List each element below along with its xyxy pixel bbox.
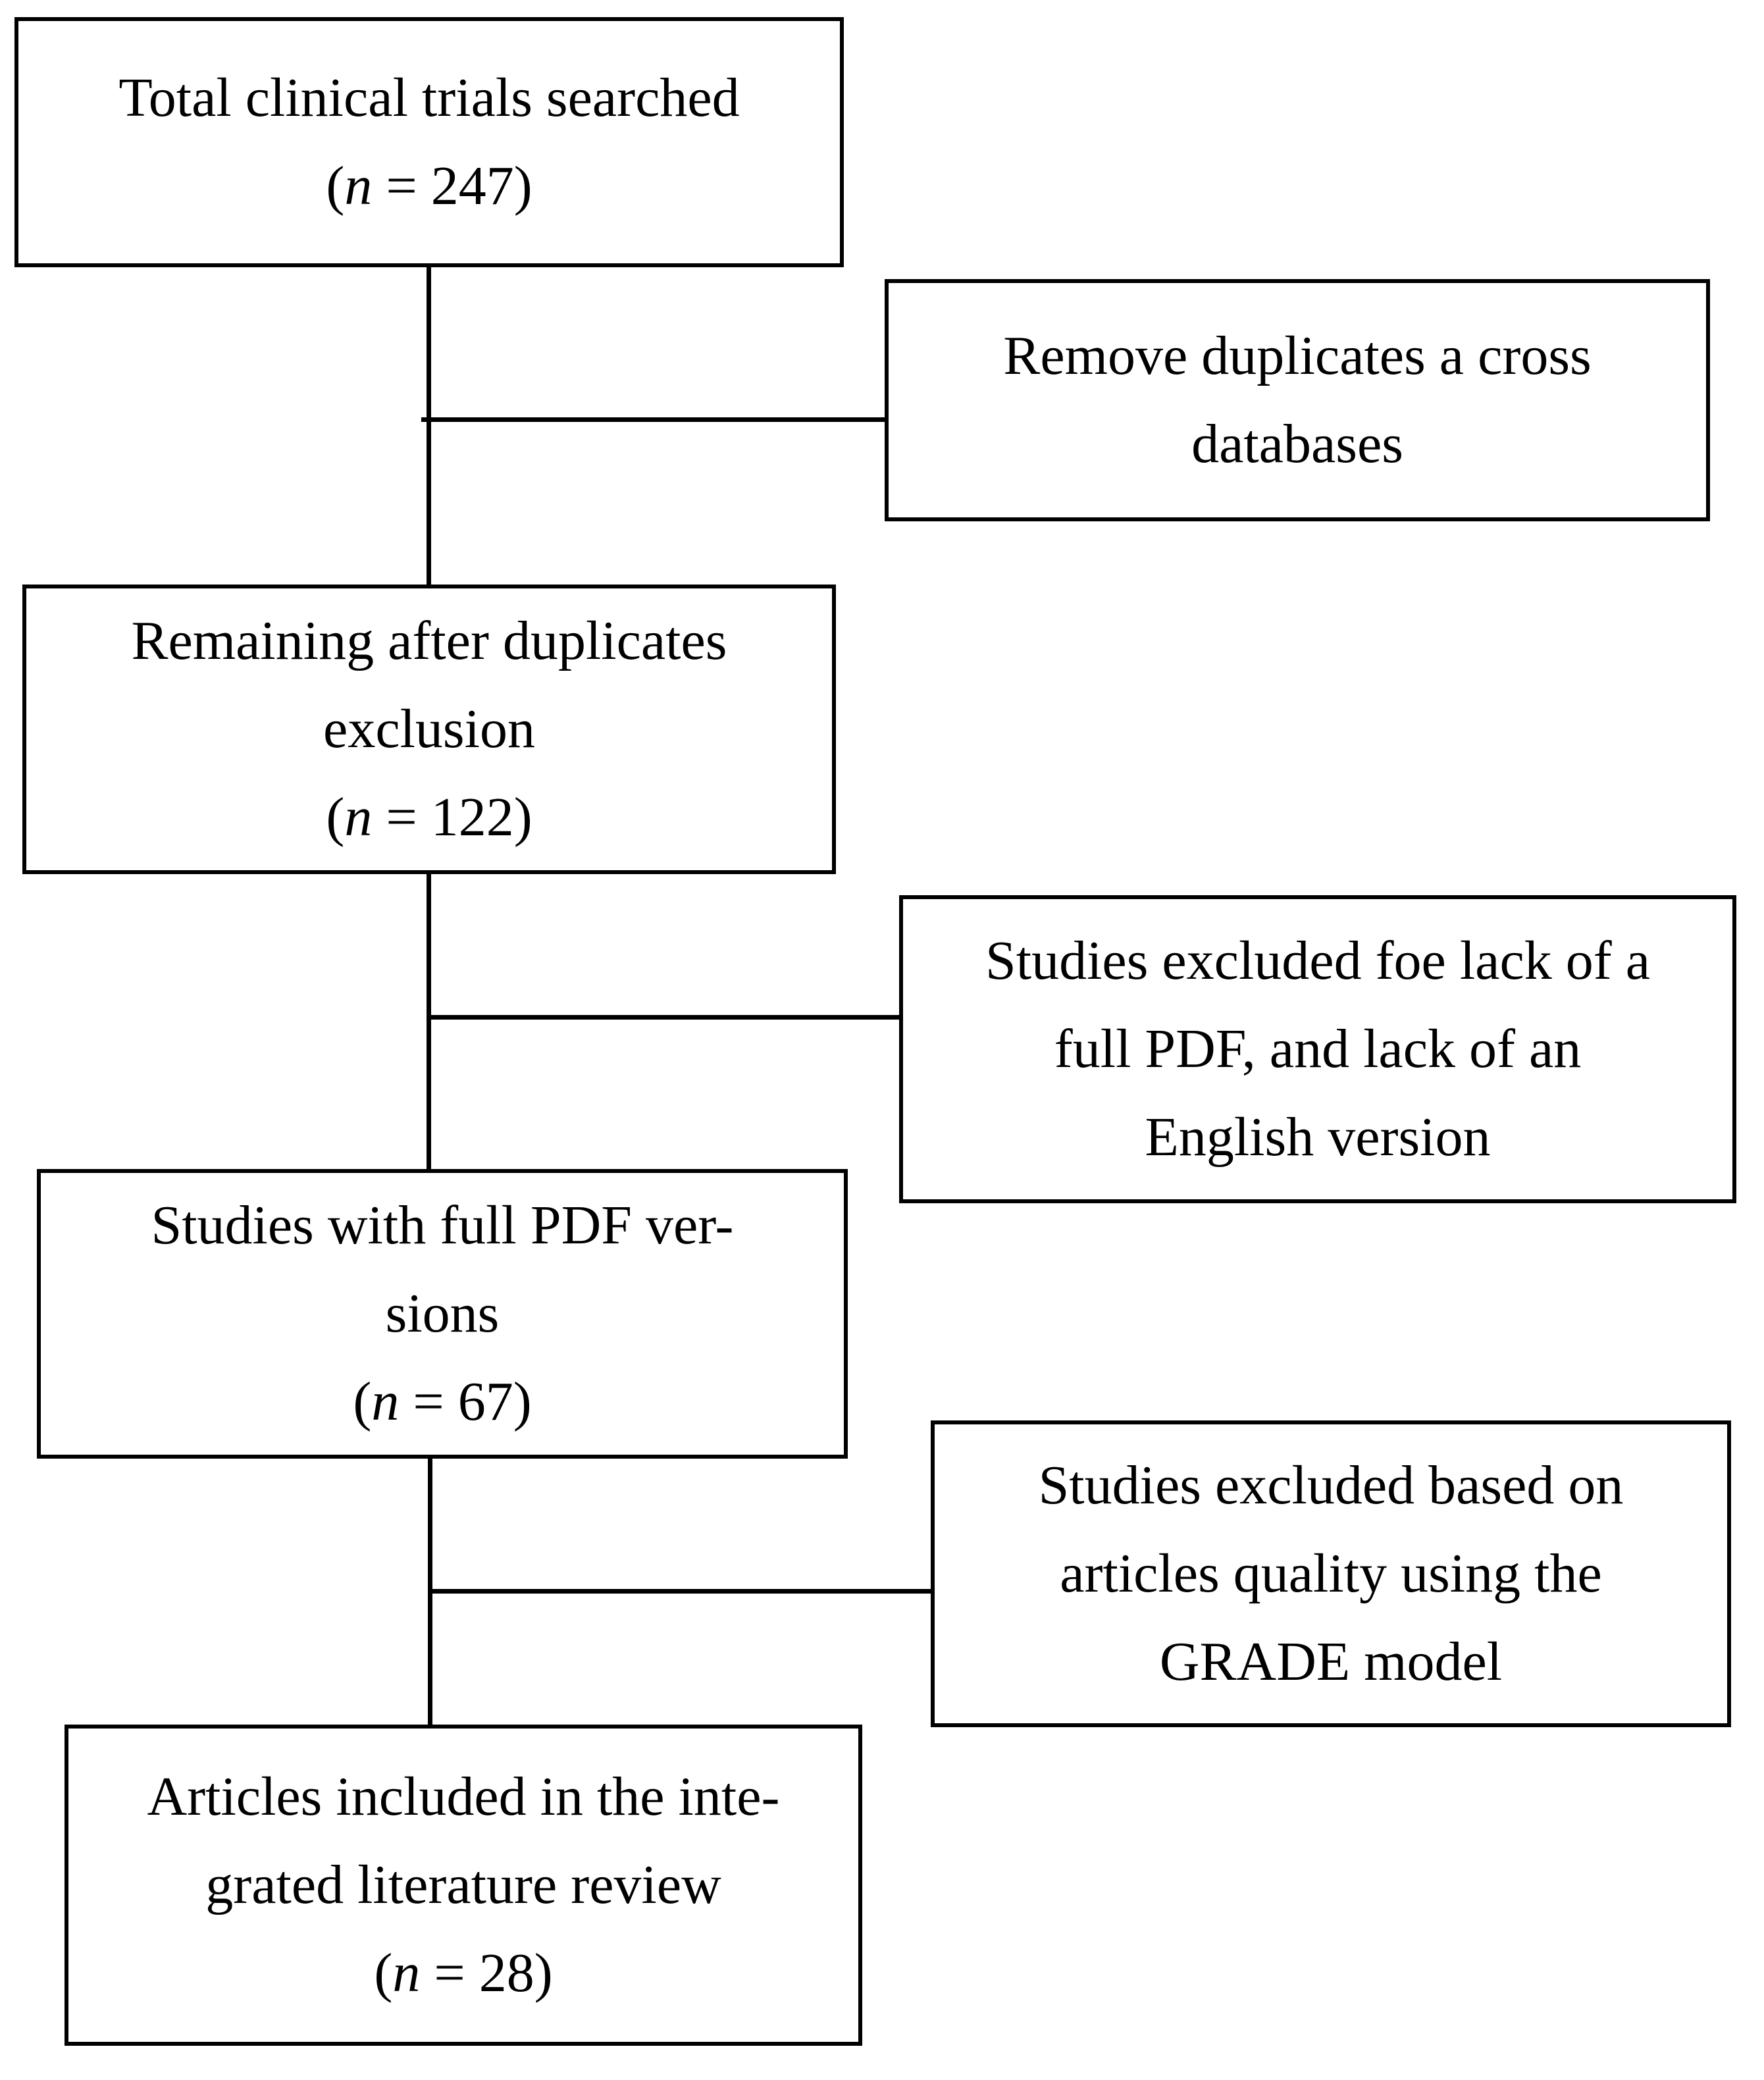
branch-to-exclusion-1	[421, 417, 886, 422]
connector-step1-to-step2	[427, 266, 431, 586]
branch-to-exclusion-2	[429, 1015, 902, 1020]
step-remaining-after-duplicates: Remaining after duplicates exclusion (n …	[22, 585, 836, 874]
exclusion-label-line: Studies excluded foe lack of a	[985, 930, 1650, 991]
exclusion-label-line: English version	[1145, 1106, 1491, 1168]
exclusion-label-line: GRADE model	[1159, 1631, 1503, 1692]
exclusion-label-line: databases	[1191, 413, 1403, 475]
step-label-line: Total clinical trials searched	[118, 67, 740, 128]
step-count: (n = 28)	[374, 1942, 553, 2004]
exclusion-label-line: full PDF, and lack of an	[1054, 1018, 1582, 1079]
exclusion-label-line: articles quality using the	[1060, 1543, 1602, 1604]
step-label-line: Articles included in the inte-	[147, 1766, 780, 1827]
step-label-line: Studies with full PDF ver-	[151, 1195, 734, 1256]
step-articles-included: Articles included in the inte- grated li…	[65, 1725, 862, 2046]
exclusion-label-line: Remove duplicates a cross	[1003, 325, 1592, 386]
exclusion-label-line: Studies excluded based on	[1038, 1455, 1624, 1516]
step-total-searched: Total clinical trials searched (n = 247)	[14, 17, 844, 267]
step-count: (n = 67)	[353, 1371, 532, 1432]
branch-to-exclusion-3	[432, 1589, 933, 1594]
step-full-pdf-versions: Studies with full PDF ver- sions (n = 67…	[37, 1169, 848, 1459]
step-label-line: Remaining after duplicates	[131, 610, 727, 671]
step-label-line: grated literature review	[205, 1854, 721, 1915]
step-label-line: sions	[385, 1283, 500, 1344]
exclusion-grade-quality: Studies excluded based on articles quali…	[931, 1420, 1731, 1727]
exclusion-lack-full-pdf: Studies excluded foe lack of a full PDF,…	[899, 895, 1736, 1203]
connector-step2-to-step3	[427, 860, 431, 1170]
step-count: (n = 122)	[326, 787, 532, 848]
step-label-line: exclusion	[323, 698, 535, 760]
connector-step3-to-step4	[428, 1440, 432, 1725]
exclusion-remove-duplicates: Remove duplicates a cross databases	[885, 279, 1710, 521]
step-count: (n = 247)	[326, 155, 532, 217]
